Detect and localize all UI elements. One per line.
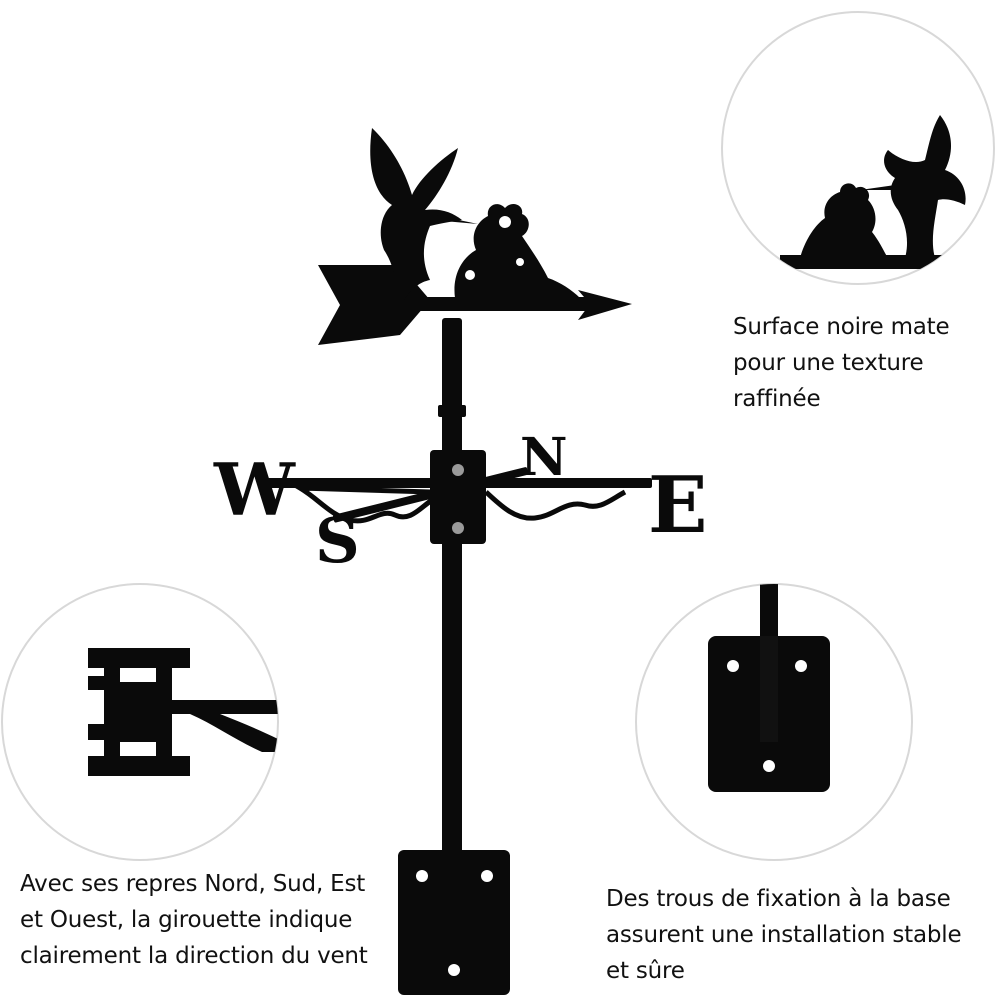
- flower-icon: [454, 203, 580, 298]
- detail-circle-mounting: [635, 583, 913, 861]
- caption-line: Des trous de fixation à la base: [606, 886, 951, 912]
- compass-south: S: [315, 504, 360, 577]
- arrow-head-icon: [578, 290, 632, 320]
- base-plate: [398, 850, 510, 995]
- caption-line: pour une texture: [733, 350, 924, 376]
- caption-line: et sûre: [606, 958, 685, 984]
- caption-line: raffinée: [733, 386, 821, 412]
- compass-east: E: [648, 460, 707, 551]
- pole-collar: [438, 405, 466, 417]
- caption-line: Avec ses repres Nord, Sud, Est: [20, 871, 366, 897]
- arrow-shaft: [390, 297, 595, 311]
- caption-line: Surface noire mate: [733, 314, 950, 340]
- scroll-decoration: [290, 485, 435, 524]
- caption-line: et Ouest, la girouette indique: [20, 907, 353, 933]
- hub: [430, 450, 486, 544]
- weathervane: W E N S: [213, 128, 707, 995]
- detail-circle-texture: [721, 11, 995, 285]
- compass-north: N: [520, 427, 568, 488]
- compass-west: W: [213, 447, 296, 532]
- caption-line: clairement la direction du vent: [20, 943, 368, 969]
- caption-directions: Avec ses repres Nord, Sud, Est et Ouest,…: [20, 866, 368, 974]
- caption-mounting: Des trous de fixation à la base assurent…: [606, 881, 962, 989]
- caption-texture: Surface noire mate pour une texture raff…: [733, 309, 950, 417]
- flower-icon: [800, 183, 888, 258]
- pole: [442, 318, 462, 878]
- detail-circle-east-letter: [1, 583, 279, 861]
- hummingbird-icon: [884, 115, 966, 258]
- caption-line: assurent une installation stable: [606, 922, 962, 948]
- scroll-decoration: [484, 489, 627, 521]
- hummingbird-icon: [370, 128, 478, 300]
